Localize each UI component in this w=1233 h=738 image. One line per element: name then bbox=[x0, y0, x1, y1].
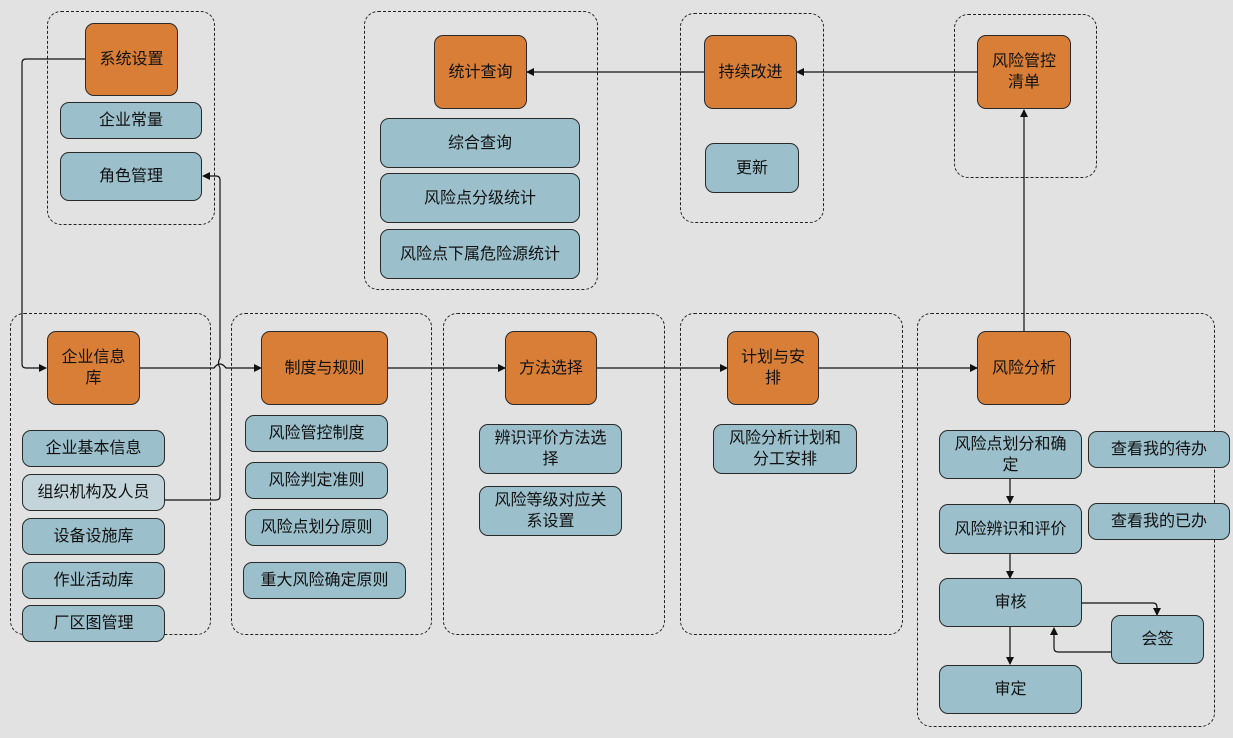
module-rules[interactable]: 制度与规则 bbox=[261, 331, 388, 405]
module-risk-control-list[interactable]: 风险管控 清单 bbox=[977, 35, 1071, 109]
item-risk-judgment-criteria[interactable]: 风险判定准则 bbox=[245, 462, 388, 499]
item-risk-point-division[interactable]: 风险点划分和确 定 bbox=[939, 430, 1082, 479]
module-system-settings[interactable]: 系统设置 bbox=[85, 23, 178, 96]
group-method bbox=[443, 313, 665, 635]
module-enterprise-info[interactable]: 企业信息 库 bbox=[47, 331, 140, 405]
module-method-selection[interactable]: 方法选择 bbox=[505, 331, 597, 405]
item-enterprise-basic-info[interactable]: 企业基本信息 bbox=[22, 430, 165, 467]
item-countersign[interactable]: 会签 bbox=[1111, 615, 1204, 664]
module-risk-analysis[interactable]: 风险分析 bbox=[977, 331, 1071, 405]
item-risk-analysis-plan[interactable]: 风险分析计划和 分工安排 bbox=[713, 424, 857, 474]
item-equipment-library[interactable]: 设备设施库 bbox=[22, 518, 165, 555]
group-statistics bbox=[364, 11, 598, 290]
group-control-list bbox=[954, 14, 1097, 178]
item-my-pending[interactable]: 查看我的待办 bbox=[1088, 431, 1230, 468]
item-risk-level-mapping[interactable]: 风险等级对应关 系设置 bbox=[479, 486, 622, 536]
item-plant-map-management[interactable]: 厂区图管理 bbox=[22, 605, 165, 642]
item-major-risk-principle[interactable]: 重大风险确定原则 bbox=[243, 562, 406, 599]
item-update[interactable]: 更新 bbox=[705, 143, 799, 193]
module-continuous-improvement[interactable]: 持续改进 bbox=[704, 35, 797, 109]
item-identification-method[interactable]: 辨识评价方法选 择 bbox=[479, 424, 622, 474]
item-review[interactable]: 审核 bbox=[939, 578, 1082, 627]
item-risk-identification[interactable]: 风险辨识和评价 bbox=[939, 504, 1082, 554]
group-continuous-improvement bbox=[680, 13, 824, 223]
item-risk-point-division-principle[interactable]: 风险点划分原则 bbox=[245, 509, 388, 546]
item-risk-control-system[interactable]: 风险管控制度 bbox=[245, 415, 388, 452]
module-plan-arrangement[interactable]: 计划与安 排 bbox=[727, 331, 819, 405]
group-plan bbox=[680, 313, 903, 635]
item-enterprise-constants[interactable]: 企业常量 bbox=[60, 102, 202, 139]
item-work-activity-library[interactable]: 作业活动库 bbox=[22, 562, 165, 599]
item-risk-point-grade-stats[interactable]: 风险点分级统计 bbox=[380, 173, 580, 223]
group-system-settings bbox=[47, 11, 215, 225]
item-hazard-source-stats[interactable]: 风险点下属危险源统计 bbox=[380, 229, 580, 279]
item-approval[interactable]: 审定 bbox=[939, 665, 1082, 714]
module-statistics[interactable]: 统计查询 bbox=[434, 35, 527, 109]
item-role-management[interactable]: 角色管理 bbox=[60, 152, 202, 201]
item-org-and-personnel[interactable]: 组织机构及人员 bbox=[22, 474, 165, 511]
item-my-completed[interactable]: 查看我的已办 bbox=[1088, 503, 1230, 540]
item-comprehensive-query[interactable]: 综合查询 bbox=[380, 118, 580, 168]
group-rules bbox=[231, 313, 432, 635]
